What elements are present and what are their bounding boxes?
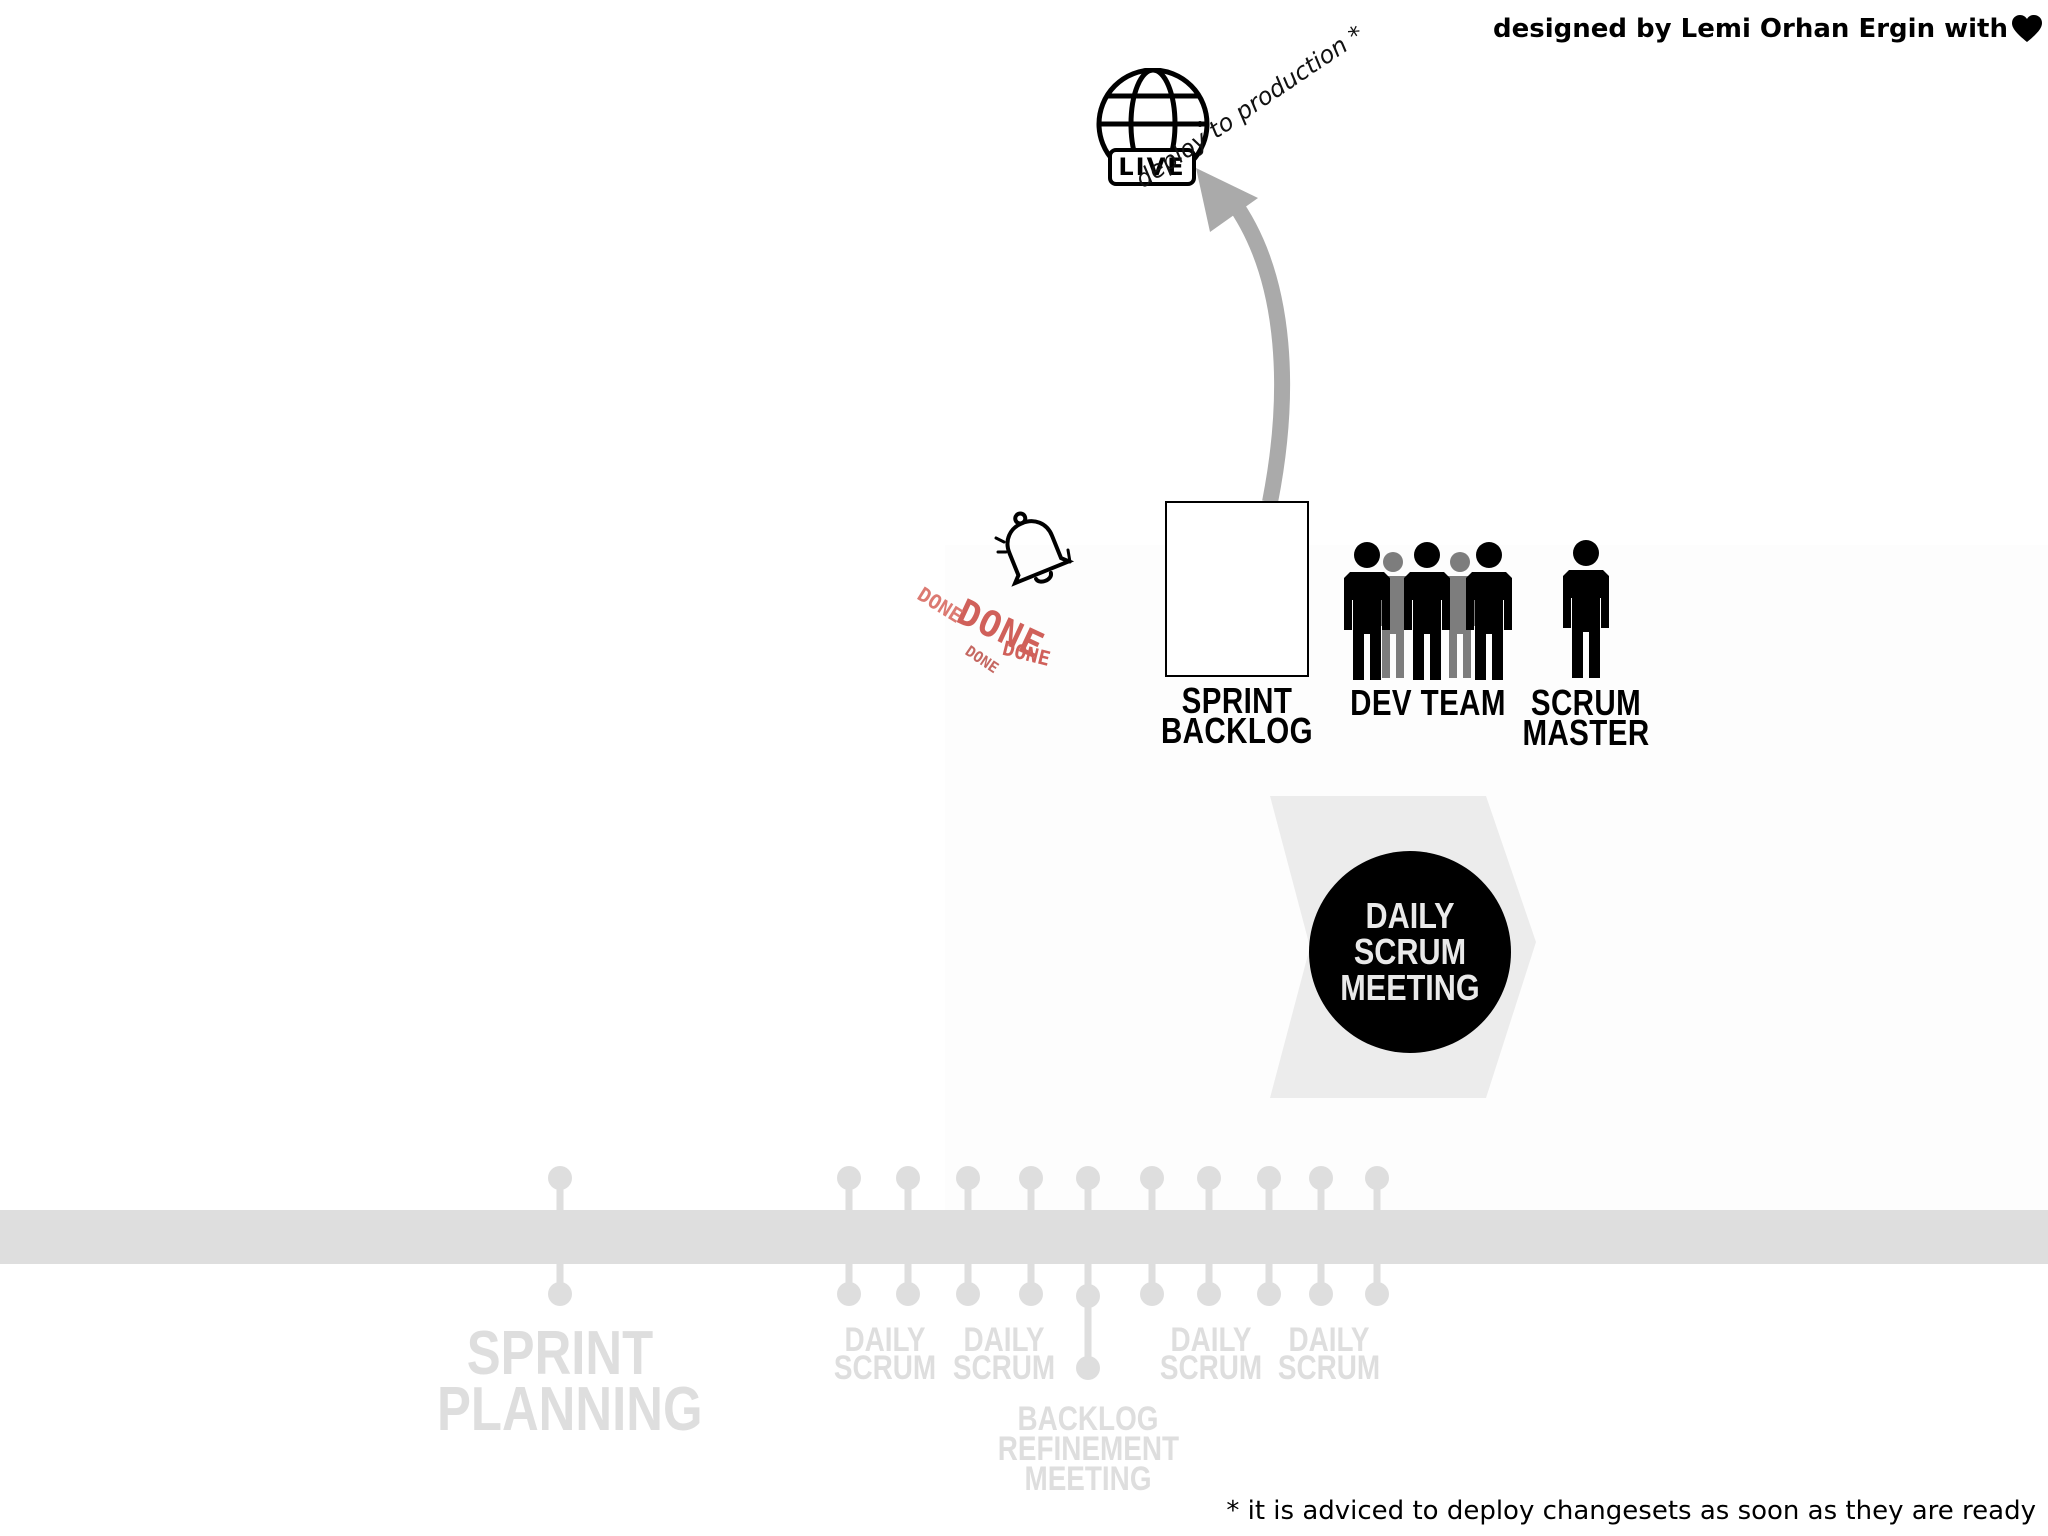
marker-sprint-planning bbox=[548, 1166, 572, 1306]
timeline-bar bbox=[0, 1210, 2048, 1264]
backlog-refinement-label: BACKLOG REFINEMENT MEETING bbox=[997, 1400, 1180, 1498]
marker-day-6 bbox=[1140, 1166, 1164, 1306]
footnote: * it is adviced to deploy changesets as … bbox=[1226, 1496, 2036, 1526]
marker-day-9 bbox=[1309, 1166, 1333, 1306]
live-badge: LIVE bbox=[1108, 148, 1196, 186]
daily-scrum-meeting-circle: DAILY SCRUM MEETING bbox=[1309, 851, 1511, 1053]
marker-refinement bbox=[1076, 1166, 1100, 1380]
heart-icon bbox=[2012, 15, 2042, 42]
dev-team-icon bbox=[1344, 542, 1512, 680]
marker-day-10 bbox=[1365, 1166, 1389, 1306]
marker-day-7 bbox=[1197, 1166, 1221, 1306]
scrum-master-icon bbox=[1563, 540, 1609, 678]
live-label: LIVE bbox=[1118, 153, 1186, 181]
credit: designed by Lemi Orhan Ergin with bbox=[1493, 14, 2042, 44]
daily-scrum-label-4: DAILY SCRUM bbox=[1277, 1321, 1381, 1387]
bell-icon bbox=[994, 511, 1075, 587]
marker-day-1 bbox=[837, 1166, 861, 1306]
daily-scrum-label-1: DAILY SCRUM bbox=[833, 1321, 937, 1387]
scrum-master-label: SCRUM MASTER bbox=[1522, 682, 1650, 753]
marker-day-4 bbox=[1019, 1166, 1043, 1306]
marker-day-3 bbox=[956, 1166, 980, 1306]
daily-scrum-meeting-label: DAILY SCRUM MEETING bbox=[1340, 895, 1480, 1008]
daily-scrum-label-3: DAILY SCRUM bbox=[1159, 1321, 1263, 1387]
daily-scrum-label-2: DAILY SCRUM bbox=[952, 1321, 1056, 1387]
sprint-backlog-box bbox=[1165, 501, 1309, 677]
deploy-arrow bbox=[1196, 168, 1291, 504]
timeline-markers bbox=[548, 1166, 1389, 1380]
marker-day-8 bbox=[1257, 1166, 1281, 1306]
dev-team-label: DEV TEAM bbox=[1350, 682, 1506, 723]
credit-text: designed by Lemi Orhan Ergin with bbox=[1493, 14, 2008, 44]
sprint-planning-label: SPRINT PLANNING bbox=[437, 1319, 703, 1444]
sprint-backlog-label: SPRINT BACKLOG bbox=[1160, 680, 1314, 751]
marker-day-2 bbox=[896, 1166, 920, 1306]
